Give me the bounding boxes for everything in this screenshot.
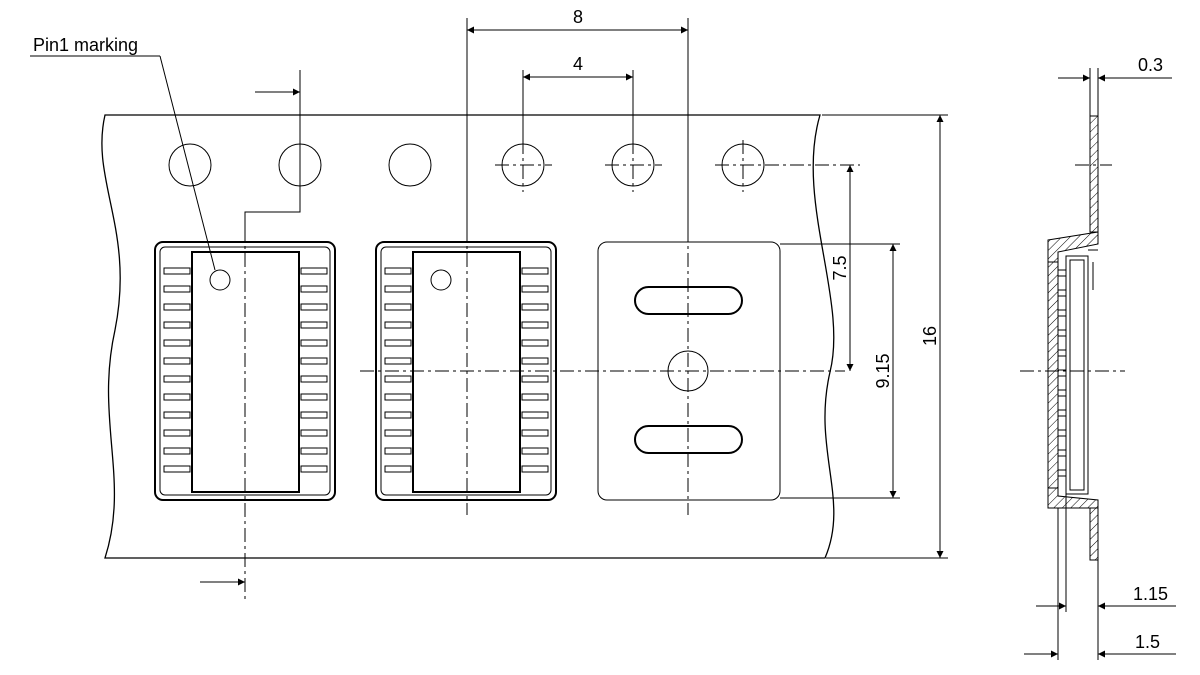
svg-text:16: 16 xyxy=(920,326,940,346)
ic-leads-right xyxy=(300,267,328,473)
dimension-0-3: 0.3 xyxy=(1058,55,1172,116)
svg-text:1.5: 1.5 xyxy=(1135,632,1160,652)
svg-text:0.3: 0.3 xyxy=(1138,55,1163,75)
dimension-7-5: 7.5 xyxy=(830,165,854,371)
cross-section-leads xyxy=(1057,269,1067,477)
pin1-label: Pin1 marking xyxy=(33,35,138,55)
pin1-leader-diagonal xyxy=(159,55,216,271)
ic-leads-left xyxy=(384,267,412,473)
dimension-9-15: 9.15 xyxy=(780,243,900,499)
tape-cross-section xyxy=(1020,115,1125,561)
ic-leads-left xyxy=(163,267,191,473)
dimension-1-15: 1.15 xyxy=(1036,494,1176,660)
svg-text:9.15: 9.15 xyxy=(873,353,893,388)
sprocket-hole xyxy=(388,143,432,187)
svg-text:7.5: 7.5 xyxy=(830,255,850,280)
pin1-dot xyxy=(430,269,452,291)
dimension-4: 4 xyxy=(522,54,634,140)
svg-text:4: 4 xyxy=(573,54,583,74)
dimension-1-5: 1.5 xyxy=(1024,508,1176,660)
dimension-8: 8 xyxy=(466,7,689,228)
pin1-dot xyxy=(209,269,231,291)
sprocket-centerlines xyxy=(495,140,860,192)
centerlines xyxy=(244,228,845,600)
dimension-16: 16 xyxy=(822,114,948,559)
sprocket-hole xyxy=(168,143,212,187)
ic-leads-right xyxy=(521,267,549,473)
svg-text:8: 8 xyxy=(573,7,583,27)
svg-text:1.15: 1.15 xyxy=(1133,584,1168,604)
feed-direction-indicator xyxy=(200,70,301,586)
carrier-tape xyxy=(101,114,835,559)
